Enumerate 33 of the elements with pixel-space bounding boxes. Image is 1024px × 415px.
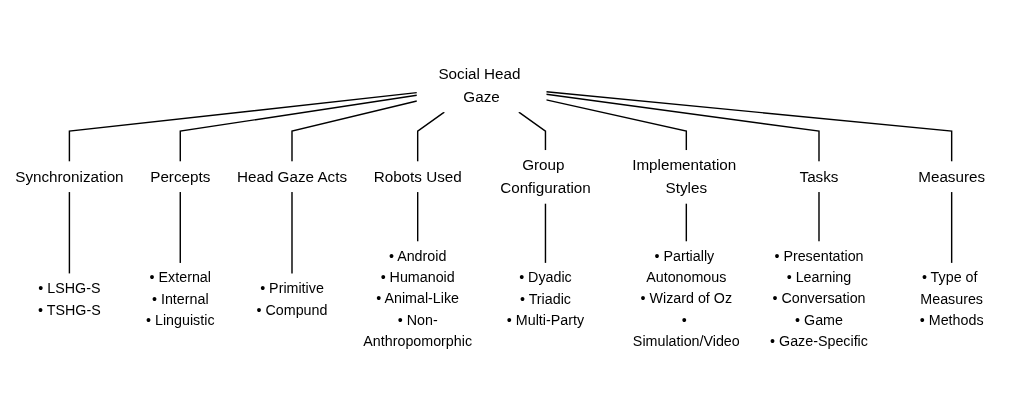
connector bbox=[291, 191, 293, 275]
connector bbox=[68, 91, 418, 163]
node-text: • Primitive • Compund bbox=[256, 279, 328, 317]
connector bbox=[545, 91, 953, 163]
node-text: Tasks bbox=[799, 168, 839, 185]
connector bbox=[544, 202, 547, 264]
node-text: • Android • Humanoid • Animal-Like • Non-Anthropomorphic bbox=[363, 247, 473, 350]
node-text: Synchronization bbox=[15, 168, 124, 185]
connector bbox=[545, 99, 688, 151]
node-text: • Type of Measures • Methods bbox=[919, 268, 984, 328]
connector bbox=[291, 100, 418, 163]
node-text: Percepts bbox=[150, 168, 211, 185]
connector bbox=[179, 191, 181, 264]
node-text: • Presentation • Learning • Conversation • Game • Gaze-Specific bbox=[770, 247, 868, 350]
node-text: • Partially Autonomous • Wizard of Oz • Simulation/Video bbox=[632, 247, 740, 350]
node-text: • LSHG-S • TSHG-S bbox=[38, 279, 101, 317]
node-text: Head Gaze Acts bbox=[236, 168, 348, 185]
connector bbox=[416, 111, 446, 163]
connector bbox=[545, 93, 820, 163]
connector bbox=[950, 191, 953, 264]
node-text: Implementation Styles bbox=[632, 156, 737, 196]
connector bbox=[179, 94, 418, 163]
node-text: Robots Used bbox=[373, 168, 462, 185]
node-text: Measures bbox=[918, 168, 986, 185]
connector bbox=[685, 202, 688, 243]
node-text: • Dyadic • Triadic • Multi-Party bbox=[506, 268, 585, 328]
node-text: • External • Internal • Linguistic bbox=[146, 268, 215, 328]
node-text: Social Head Gaze bbox=[438, 65, 521, 105]
connector bbox=[68, 191, 71, 275]
connector bbox=[518, 111, 547, 151]
connector bbox=[416, 191, 419, 243]
connector bbox=[818, 191, 820, 243]
node-text: Group Configuration bbox=[500, 156, 591, 196]
